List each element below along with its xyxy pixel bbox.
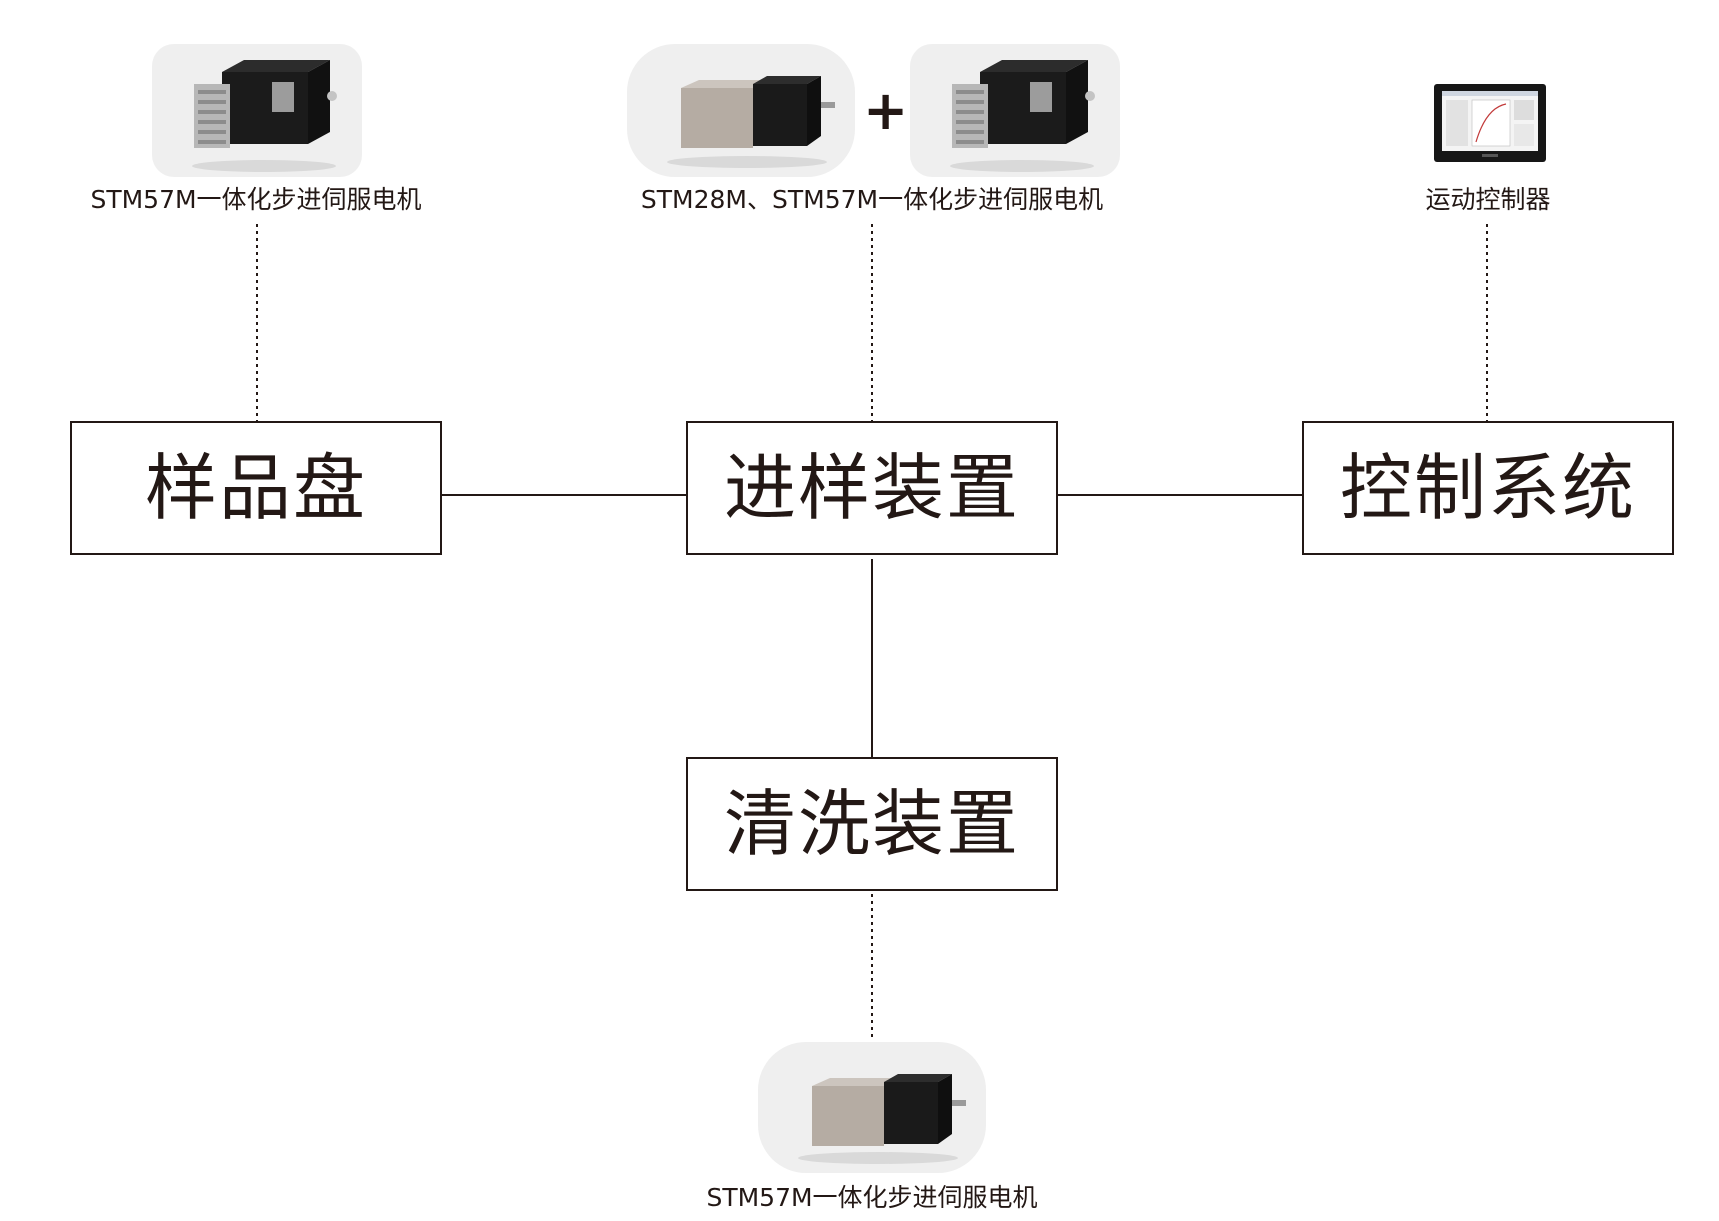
cleaning-motor-caption: STM57M一体化步进伺服电机 [706, 1183, 1038, 1212]
node-sample-tray-label: 样品盘 [144, 446, 367, 530]
stepper-motor-28-icon [627, 44, 855, 177]
node-sampling-device: 进样装置 [686, 421, 1058, 555]
sampling-motors-caption: STM28M、STM57M一体化步进伺服电机 [640, 185, 1104, 214]
stepper-motor-57-icon [152, 44, 362, 177]
controller-caption: 运动控制器 [1425, 185, 1551, 214]
stepper-motor-57-icon [910, 44, 1120, 177]
node-sample-tray: 样品盘 [70, 421, 442, 555]
node-cleaning-device-label: 清洗装置 [723, 782, 1020, 866]
node-sampling-device-label: 进样装置 [723, 446, 1020, 530]
plus-sign: + [863, 79, 909, 142]
node-control-system: 控制系统 [1302, 421, 1674, 555]
node-control-system-label: 控制系统 [1339, 446, 1636, 530]
sample-tray-motor-caption: STM57M一体化步进伺服电机 [90, 185, 422, 214]
node-cleaning-device: 清洗装置 [686, 757, 1058, 891]
hmi-controller-icon [1434, 84, 1546, 162]
stepper-motor-28-icon [758, 1042, 986, 1173]
